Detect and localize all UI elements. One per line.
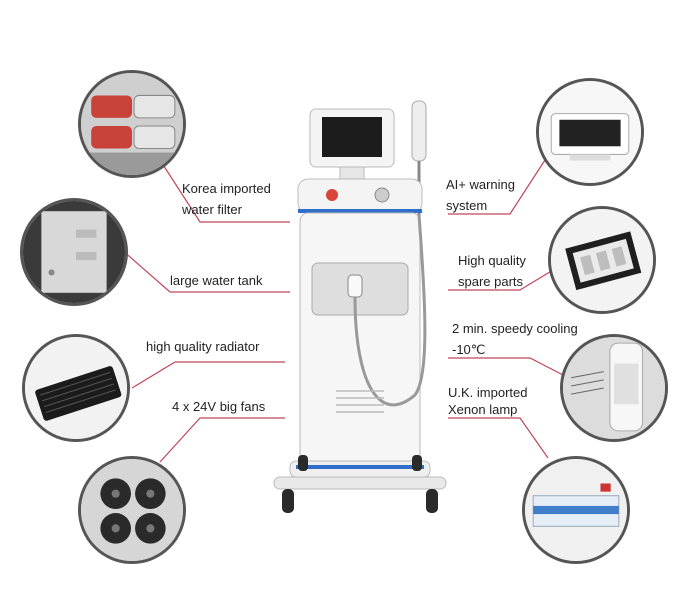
ai-warning-screen-photo xyxy=(536,78,644,186)
cooling-label-line2: -10℃ xyxy=(452,342,486,357)
water-filter-label-line2: water filter xyxy=(182,202,242,217)
spare-parts-photo xyxy=(548,206,656,314)
cooling-handpiece-photo xyxy=(560,334,668,442)
cooling-label-line1: 2 min. speedy cooling xyxy=(452,321,578,336)
fans-label: 4 x 24V big fans xyxy=(172,399,266,414)
water-filter-photo xyxy=(78,70,186,178)
water-tank-label: large water tank xyxy=(170,273,263,288)
fans-photo xyxy=(78,456,186,564)
water-filter-label-line1: Korea imported xyxy=(182,181,271,196)
xenon-lamp-label-line1: U.K. imported xyxy=(448,385,528,400)
radiator-label: high quality radiator xyxy=(146,339,260,354)
spare-parts-label: High quality spare parts xyxy=(458,252,526,290)
cooling-label: 2 min. speedy cooling -10℃ xyxy=(452,320,578,358)
water-filter-label: Korea imported water filter xyxy=(182,180,271,218)
radiator-photo xyxy=(22,334,130,442)
ai-warning-label-line2: system xyxy=(446,198,488,213)
xenon-lamp-label-line2: Xenon lamp xyxy=(448,402,518,417)
laser-machine xyxy=(260,95,450,525)
xenon-lamp-label: U.K. imported Xenon lamp xyxy=(448,384,527,418)
spare-parts-label-line2: spare parts xyxy=(458,274,524,289)
ai-warning-label: AI+ warning system xyxy=(446,176,515,214)
spare-parts-label-line1: High quality xyxy=(458,253,526,268)
ai-warning-label-line1: AI+ warning xyxy=(446,177,516,192)
xenon-lamp-photo xyxy=(522,456,630,564)
water-tank-photo xyxy=(20,198,128,306)
